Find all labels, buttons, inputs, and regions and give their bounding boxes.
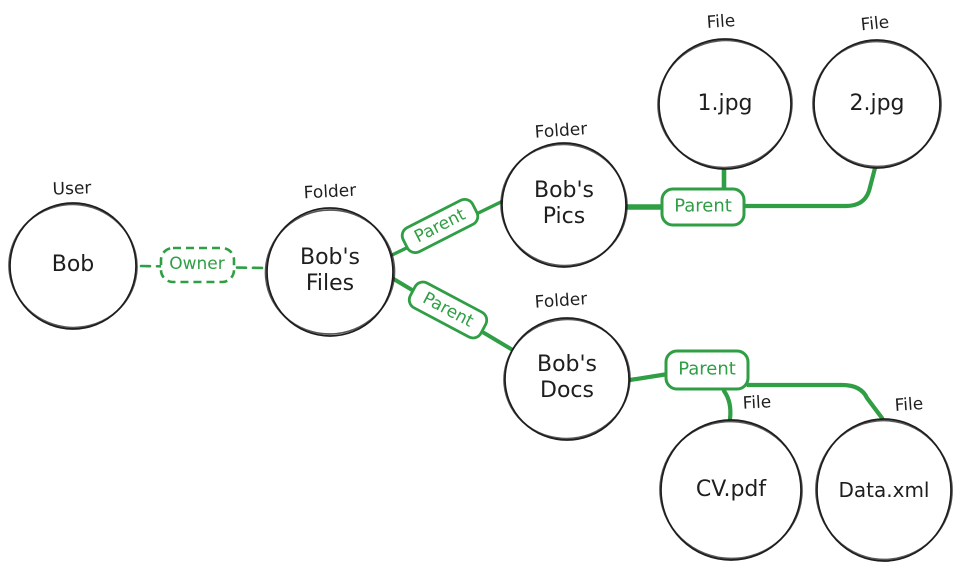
edge-label-owner: Owner <box>169 253 225 274</box>
parent-label-box-pics-files <box>660 187 746 227</box>
node-type-label-file-2jpg: File <box>859 12 891 36</box>
node-type-label-folder-files: Folder <box>303 180 357 204</box>
edge-parentbox-to-dataxml <box>745 382 885 421</box>
node-type-label-user: User <box>52 178 92 200</box>
node-circle-bobs-docs <box>503 317 631 441</box>
edge-label-parent-pics-files: Parent <box>674 195 732 217</box>
owner-label-box <box>159 246 236 284</box>
edge-parentbox-to-2jpg <box>743 165 878 209</box>
parent-label-box-docs-files <box>664 349 750 391</box>
edge-label-parent-docs-files: Parent <box>678 358 736 380</box>
node-circle-bobs-files <box>264 207 396 337</box>
node-label-bobs-docs: Bob's Docs <box>536 352 598 403</box>
node-circle-dataxml <box>815 418 953 562</box>
node-label-dataxml: Data.xml <box>838 478 930 502</box>
node-label-bob: Bob <box>51 252 95 277</box>
node-label-bobs-files: Bob's Files <box>299 245 361 296</box>
node-type-label-file-1jpg: File <box>706 11 736 33</box>
node-circle-2jpg <box>812 39 942 169</box>
node-circles <box>8 38 953 562</box>
parent-label-box-files-pics <box>400 197 480 255</box>
node-label-cvpdf: CV.pdf <box>695 477 767 502</box>
node-label-2jpg: 2.jpg <box>849 91 905 116</box>
edge-label-boxes <box>159 187 750 391</box>
node-type-label-folder-docs: Folder <box>534 289 588 313</box>
node-circle-cvpdf <box>659 419 803 561</box>
edge-parentbox-to-cvpdf <box>721 388 733 422</box>
node-circle-1jpg <box>657 38 793 170</box>
parent-label-box-files-docs <box>407 280 489 340</box>
node-type-label-file-dataxml: File <box>894 394 924 416</box>
node-label-bobs-pics: Bob's Pics <box>533 178 595 229</box>
node-type-label-file-cvpdf: File <box>742 392 772 414</box>
node-circle-bobs-pics <box>500 142 628 268</box>
node-circle-bob <box>8 202 138 330</box>
edge-docs-to-parentbox <box>627 371 671 383</box>
node-label-1jpg: 1.jpg <box>697 91 753 116</box>
node-type-label-folder-pics: Folder <box>534 119 588 143</box>
